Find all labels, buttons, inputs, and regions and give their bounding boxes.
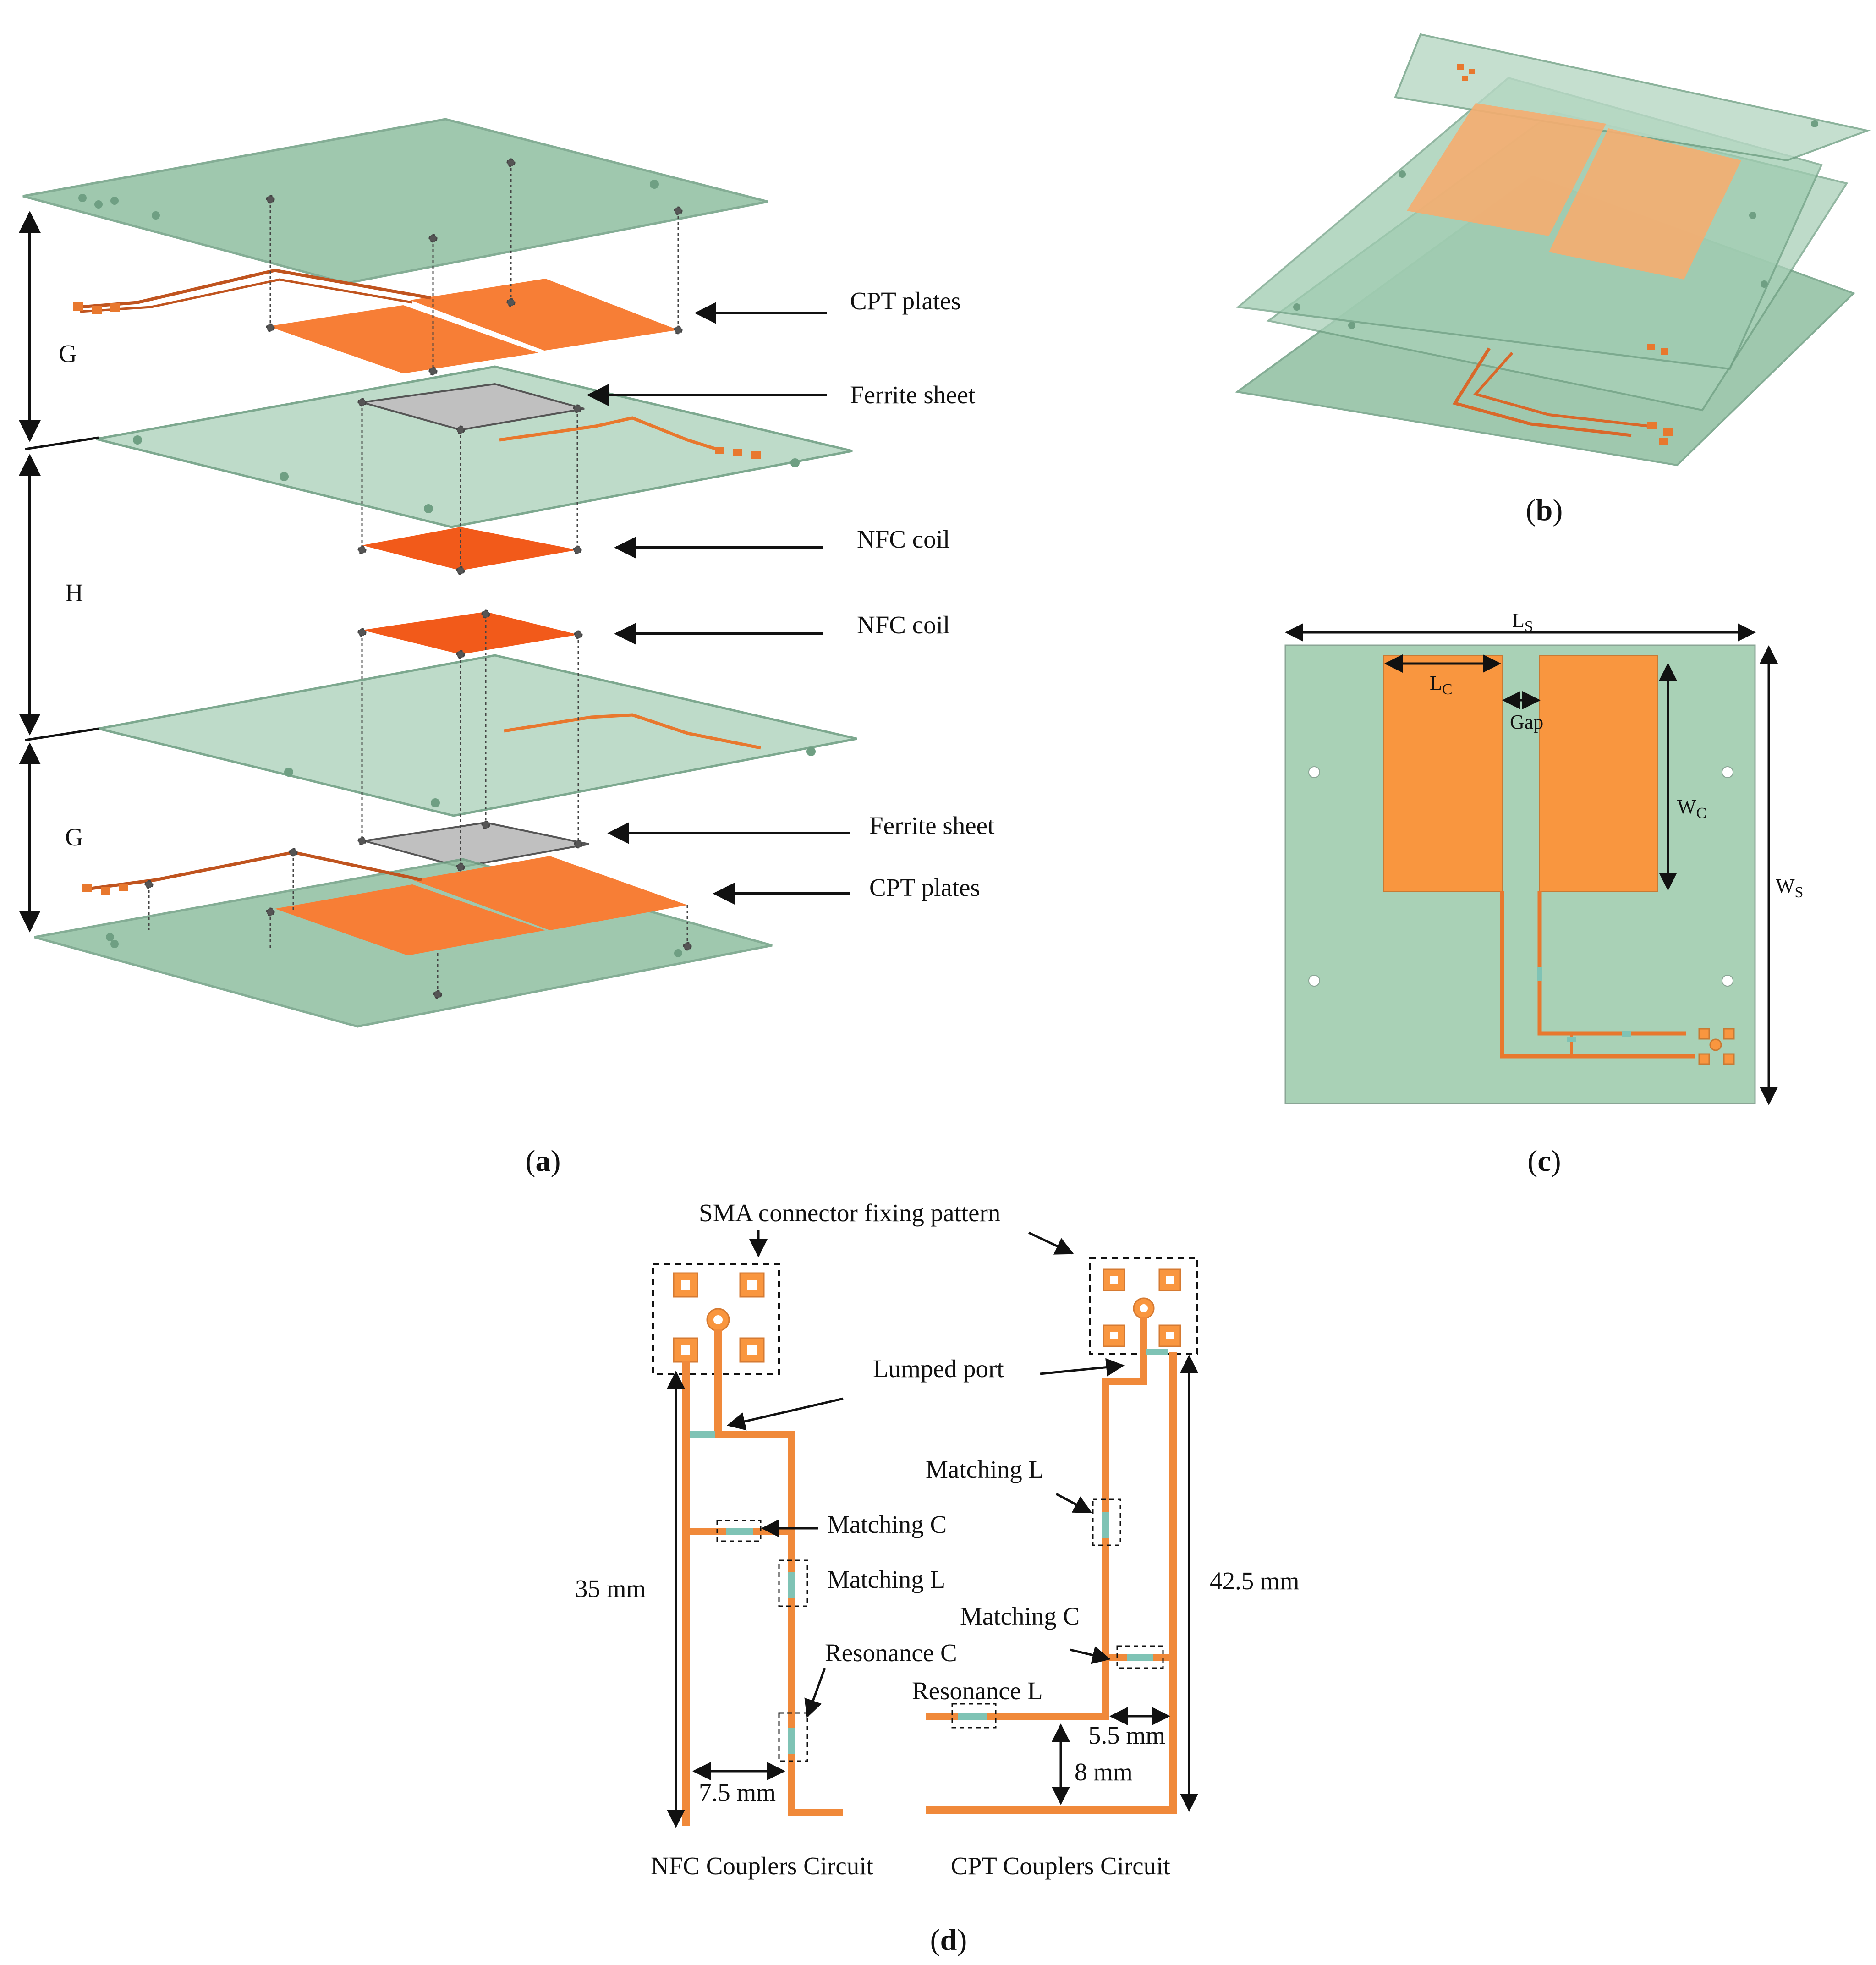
label-ws: WS bbox=[1776, 875, 1803, 901]
label-cpt-matching-l: Matching L bbox=[926, 1455, 1044, 1483]
dim-label-h: H bbox=[65, 579, 83, 607]
panel-d-circuits: SMA connector fixing pattern bbox=[575, 1199, 1300, 1957]
label-nfc-resonance-c: Resonance C bbox=[825, 1639, 957, 1667]
trace-b bbox=[1452, 347, 1632, 437]
panel-c-top-view: LS LC Gap WC WS (c) bbox=[1284, 609, 1803, 1178]
top-pcb-board bbox=[22, 118, 768, 285]
label-dim-42-5mm: 42.5 mm bbox=[1210, 1567, 1300, 1595]
dimension-arrows-left bbox=[18, 211, 99, 933]
label-cpt-circuit: CPT Couplers Circuit bbox=[951, 1852, 1170, 1880]
label-dim-7-5mm: 7.5 mm bbox=[699, 1778, 776, 1806]
label-wc: WC bbox=[1677, 796, 1706, 822]
label-ferrite-sheet-top: Ferrite sheet bbox=[850, 381, 975, 409]
cpt-plate-b-right bbox=[1549, 128, 1741, 280]
cpt-plate-b-left bbox=[1407, 103, 1606, 236]
trace-top-layer bbox=[80, 269, 431, 309]
dimension-arrows-d bbox=[667, 1355, 1198, 1828]
cpt-plate-bottom-left bbox=[275, 884, 545, 955]
label-cpt-plates-bottom: CPT plates bbox=[869, 873, 980, 901]
label-cpt-resonance-l: Resonance L bbox=[912, 1677, 1043, 1705]
label-sma-connector: SMA connector fixing pattern bbox=[699, 1199, 1000, 1227]
cpt-plate-bottom-right bbox=[412, 856, 687, 930]
ferrite-sheet-top bbox=[362, 383, 585, 431]
dim-label-g-bottom: G bbox=[65, 823, 83, 851]
panel-b-3d-view: (b) bbox=[1234, 33, 1871, 527]
label-nfc-matching-c: Matching C bbox=[827, 1510, 947, 1538]
nfc-coil-bottom bbox=[362, 612, 578, 654]
top-board-holes bbox=[78, 180, 659, 220]
nfc-coil-top bbox=[362, 527, 577, 571]
mounting-holes-c bbox=[1308, 766, 1733, 987]
cpt-plate-top-left bbox=[268, 305, 538, 373]
cpt-components bbox=[958, 1349, 1168, 1720]
trace-second-layer bbox=[499, 416, 725, 453]
cpt-plate-c-right bbox=[1539, 655, 1658, 892]
cpt-plate-c-left bbox=[1383, 655, 1503, 892]
second-pcb-board bbox=[96, 365, 853, 528]
label-dim-8mm: 8 mm bbox=[1075, 1758, 1133, 1786]
label-cpt-matching-c: Matching C bbox=[960, 1602, 1080, 1630]
callout-arrows-a bbox=[587, 302, 850, 905]
dim-label-g-top: G bbox=[59, 340, 77, 368]
sma-pads-nfc bbox=[673, 1272, 765, 1363]
panel-a-exploded-view: G H G CPT plates Ferrite sheet NFC coil … bbox=[18, 118, 994, 1178]
cpt-plate-top-right bbox=[410, 279, 678, 351]
nfc-components bbox=[690, 1431, 795, 1754]
trace-third-layer bbox=[504, 713, 761, 750]
top-port-pads bbox=[73, 302, 120, 314]
caption-b: (b) bbox=[1526, 494, 1563, 527]
pcb-layer-1 bbox=[1394, 33, 1871, 162]
label-dim-35mm: 35 mm bbox=[575, 1575, 646, 1603]
label-dim-5-5mm: 5.5 mm bbox=[1088, 1721, 1165, 1749]
label-lc: LC bbox=[1430, 672, 1453, 698]
label-ferrite-sheet-bottom: Ferrite sheet bbox=[869, 812, 994, 840]
alignment-posts bbox=[144, 158, 692, 999]
label-nfc-matching-l: Matching L bbox=[827, 1565, 945, 1593]
caption-c: (c) bbox=[1527, 1144, 1561, 1178]
label-nfc-coil-top: NFC coil bbox=[857, 525, 950, 553]
label-ls: LS bbox=[1512, 609, 1533, 635]
dimension-arrows-c bbox=[1285, 623, 1778, 1105]
label-nfc-coil-bottom: NFC coil bbox=[857, 611, 950, 639]
label-nfc-circuit: NFC Couplers Circuit bbox=[651, 1852, 873, 1880]
caption-d: (d) bbox=[930, 1923, 967, 1957]
third-pcb-board bbox=[98, 654, 857, 817]
label-gap: Gap bbox=[1510, 711, 1543, 733]
ferrite-sheet-bottom bbox=[364, 821, 589, 868]
sma-pads-c bbox=[1698, 1028, 1735, 1065]
caption-a: (a) bbox=[526, 1144, 561, 1178]
sma-pads-cpt bbox=[1103, 1268, 1181, 1347]
label-cpt-plates-top: CPT plates bbox=[850, 287, 961, 315]
label-lumped-port: Lumped port bbox=[873, 1355, 1004, 1383]
